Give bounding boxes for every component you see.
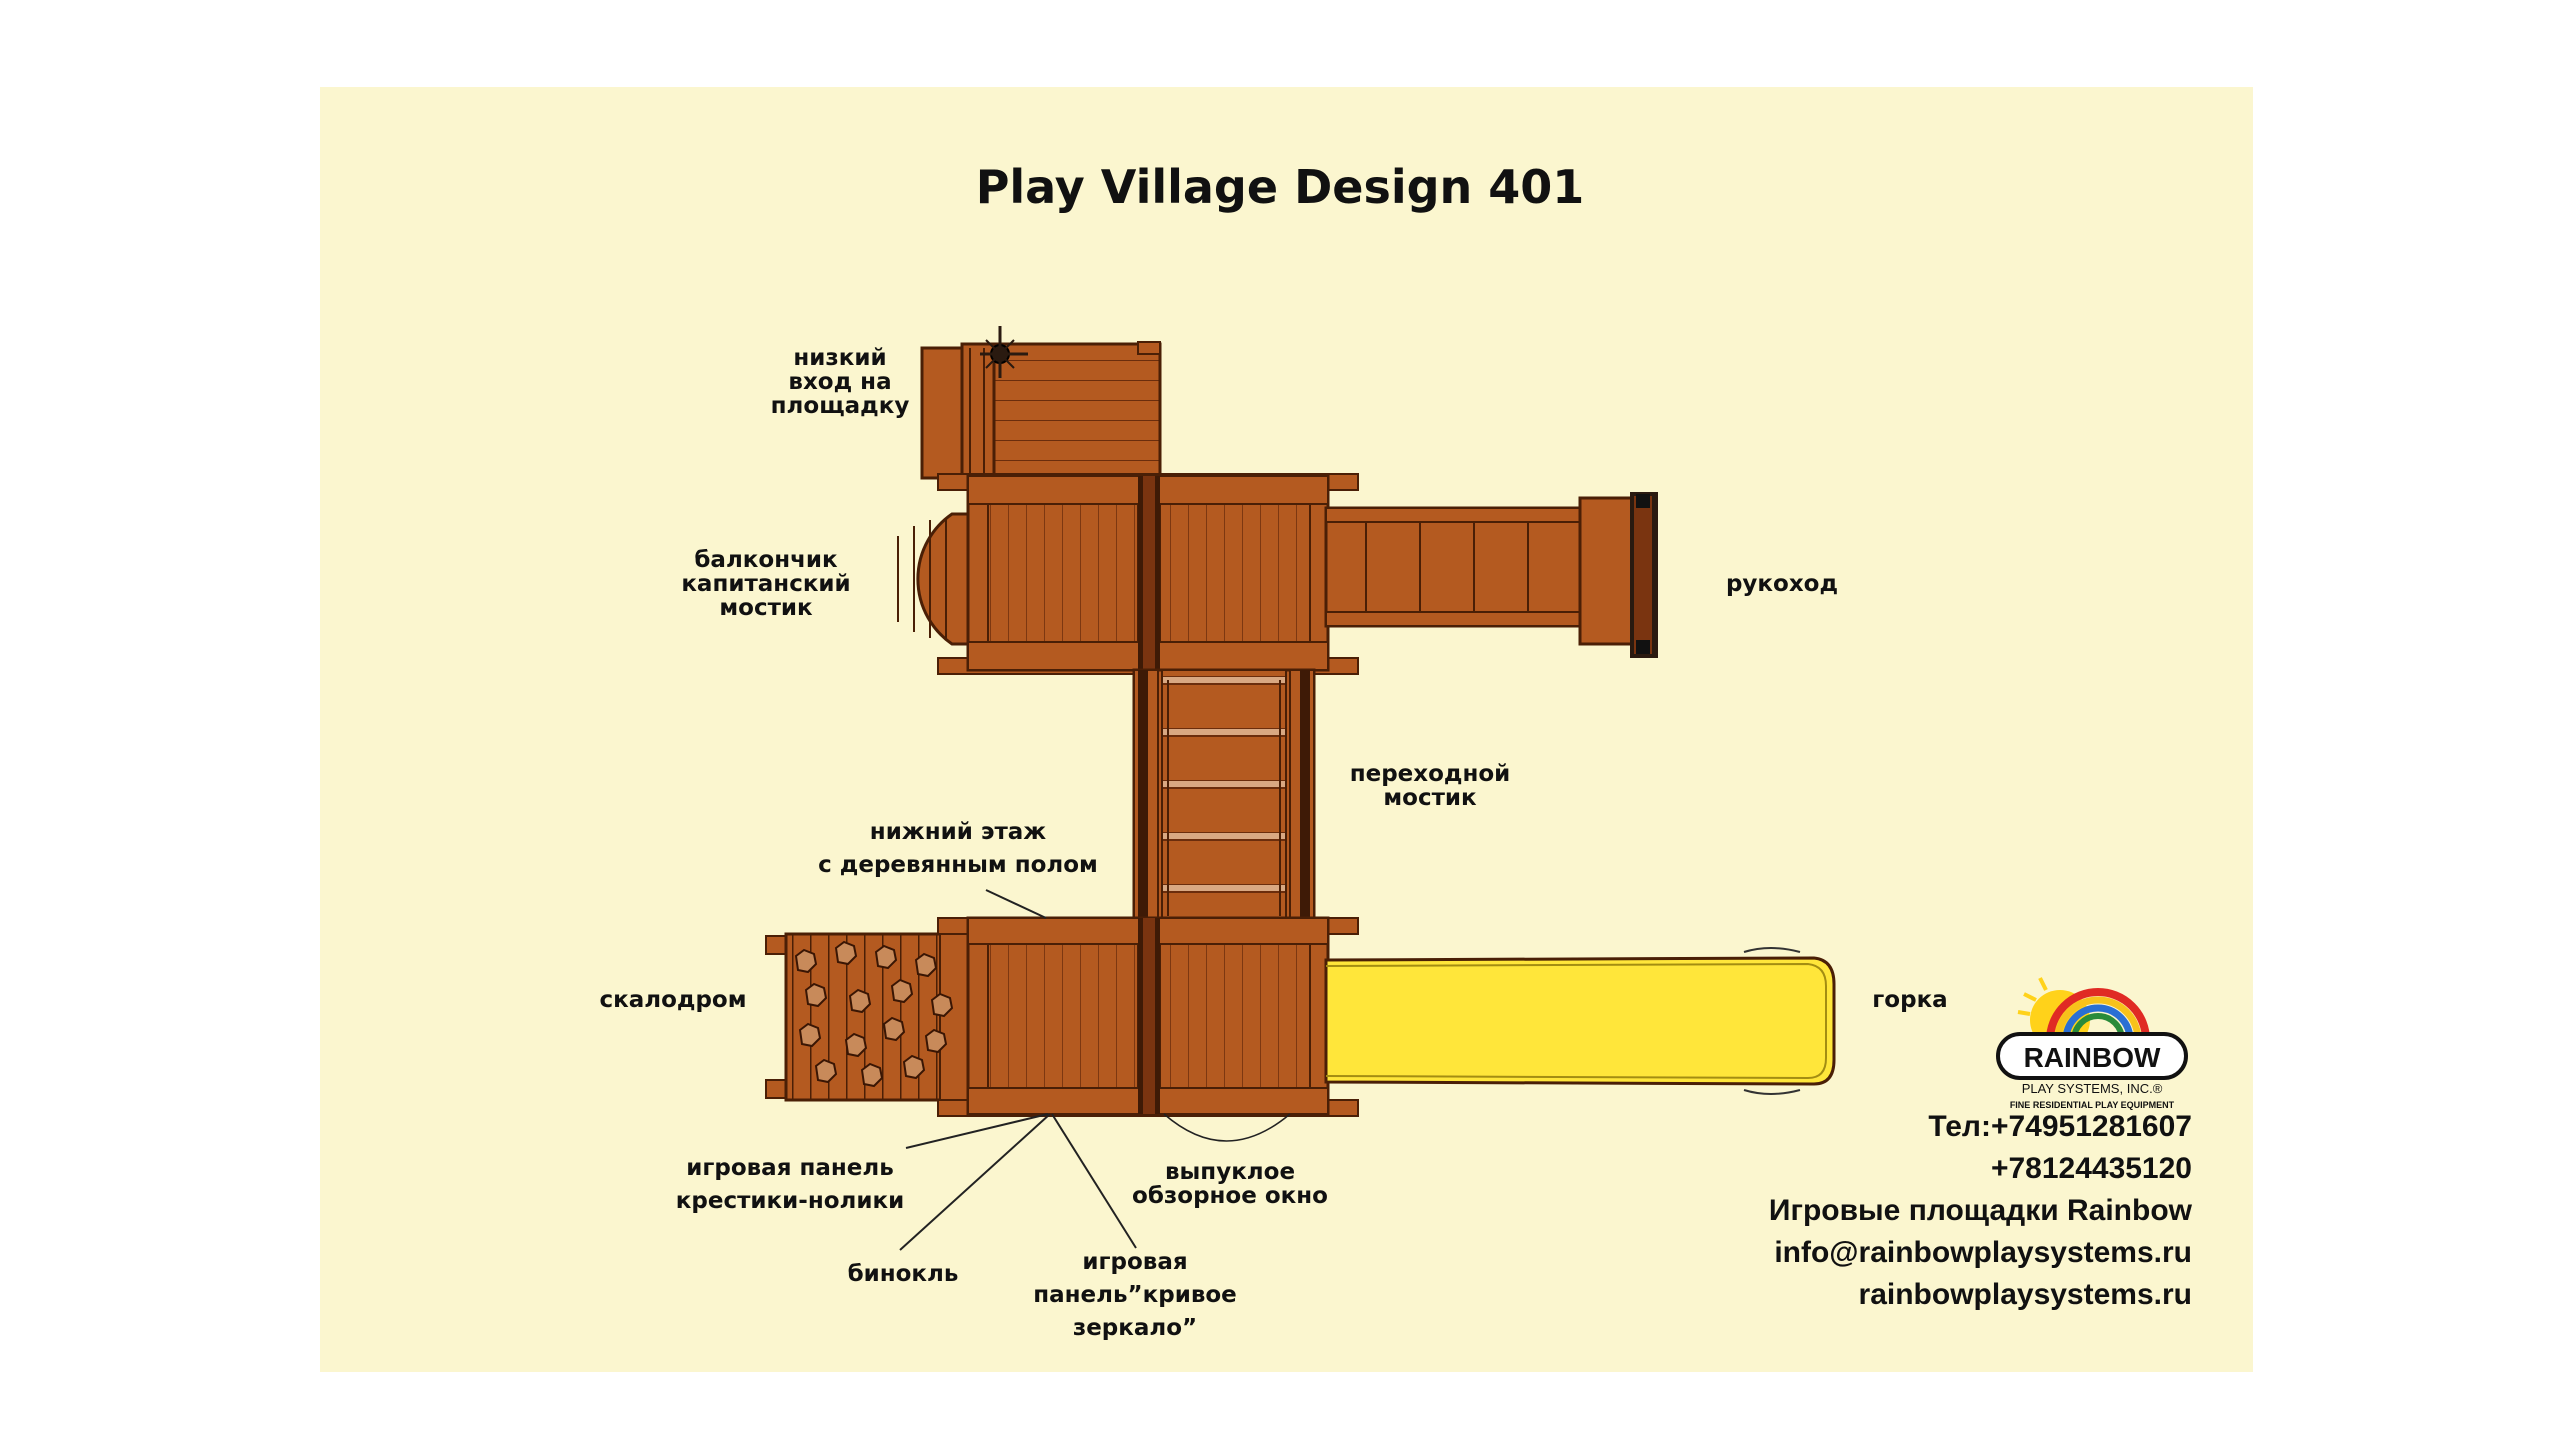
monkey-bars bbox=[1324, 492, 1658, 658]
upper-deck bbox=[937, 473, 1359, 675]
label-lower-floor-line1: нижний этаж bbox=[869, 819, 1047, 845]
climbing-hold bbox=[924, 1028, 948, 1054]
logo-line2: FINE RESIDENTIAL PLAY EQUIPMENT bbox=[2010, 1100, 2175, 1110]
label-mirror-panel-line3: зеркало” bbox=[1072, 1315, 1198, 1341]
label-tictactoe-line1: игровая панель bbox=[686, 1155, 894, 1181]
climbing-hold bbox=[890, 978, 914, 1004]
logo-name: RAINBOW bbox=[2024, 1042, 2161, 1073]
bridge bbox=[1132, 668, 1316, 922]
contact-phone2: +78124435120 bbox=[1990, 1152, 2192, 1185]
contact-phone1: Тел:+74951281607 bbox=[1928, 1110, 2192, 1143]
label-bridge-line1: переходной bbox=[1349, 761, 1511, 787]
climbing-hold bbox=[794, 948, 818, 974]
climbing-hold bbox=[902, 1054, 926, 1080]
climbing-holds bbox=[794, 940, 954, 1088]
label-slide: горка bbox=[1872, 987, 1948, 1013]
climbing-hold bbox=[798, 1022, 822, 1048]
label-climbing-wall: скалодром bbox=[599, 987, 747, 1013]
climbing-hold bbox=[874, 944, 898, 970]
label-low-entry: низкий вход на площадку bbox=[770, 346, 910, 418]
climbing-hold bbox=[844, 1032, 868, 1058]
lower-deck bbox=[937, 916, 1359, 1117]
logo-line1: PLAY SYSTEMS, INC.® bbox=[2022, 1081, 2163, 1096]
slide bbox=[1324, 947, 1836, 1095]
label-binoculars: бинокль bbox=[847, 1261, 959, 1287]
climbing-hold bbox=[814, 1058, 838, 1084]
label-balcony-line2: капитанский bbox=[681, 571, 851, 597]
leader-lines bbox=[899, 889, 1137, 1251]
climbing-hold bbox=[848, 988, 872, 1014]
label-balcony-line3: мостик bbox=[719, 595, 813, 621]
rainbow-logo: RAINBOW PLAY SYSTEMS, INC.® FINE RESIDEN… bbox=[1996, 977, 2188, 1110]
page-title: Play Village Design 401 bbox=[975, 160, 1585, 214]
label-window-line1: выпуклое bbox=[1164, 1159, 1296, 1185]
climbing-hold bbox=[882, 1016, 906, 1042]
contact-company: Игровые площадки Rainbow bbox=[1768, 1194, 2192, 1227]
label-monkey-bars: рукоход bbox=[1725, 571, 1839, 597]
label-balcony-line1: балкончик bbox=[694, 547, 838, 573]
label-low-entry-line2: вход на bbox=[788, 369, 892, 395]
label-bridge: переходной мостик bbox=[1340, 762, 1520, 810]
label-window: выпуклое обзорное окно bbox=[1120, 1160, 1340, 1208]
contact-email: info@rainbowplaysystems.ru bbox=[1774, 1236, 2192, 1269]
label-lower-floor-line2: с деревянным полом bbox=[818, 852, 1098, 878]
label-balcony: балкончик капитанский мостик bbox=[676, 548, 856, 620]
label-mirror-panel: игровая панель”кривое зеркало” bbox=[1020, 1246, 1250, 1345]
label-low-entry-line3: площадку bbox=[770, 393, 910, 419]
label-lower-floor: нижний этаж с деревянным полом bbox=[808, 816, 1108, 882]
bubble-window-outline bbox=[1163, 1113, 1291, 1142]
climbing-hold bbox=[834, 940, 858, 966]
low-entry-block bbox=[920, 326, 1162, 480]
climbing-hold bbox=[860, 1062, 884, 1088]
label-window-line2: обзорное окно bbox=[1132, 1183, 1328, 1209]
label-low-entry-line1: низкий bbox=[793, 345, 887, 371]
balcony bbox=[897, 512, 974, 646]
label-bridge-line2: мостик bbox=[1383, 785, 1477, 811]
climbing-hold bbox=[804, 982, 828, 1008]
label-tictactoe-line2: крестики-нолики bbox=[675, 1188, 905, 1214]
climbing-hold bbox=[914, 952, 938, 978]
label-mirror-panel-line2: панель”кривое bbox=[1033, 1282, 1237, 1308]
climbing-hold bbox=[930, 992, 954, 1018]
contact-site: rainbowplaysystems.ru bbox=[1858, 1278, 2192, 1311]
label-mirror-panel-line1: игровая bbox=[1082, 1249, 1188, 1275]
label-tictactoe: игровая панель крестики-нолики bbox=[670, 1152, 910, 1218]
